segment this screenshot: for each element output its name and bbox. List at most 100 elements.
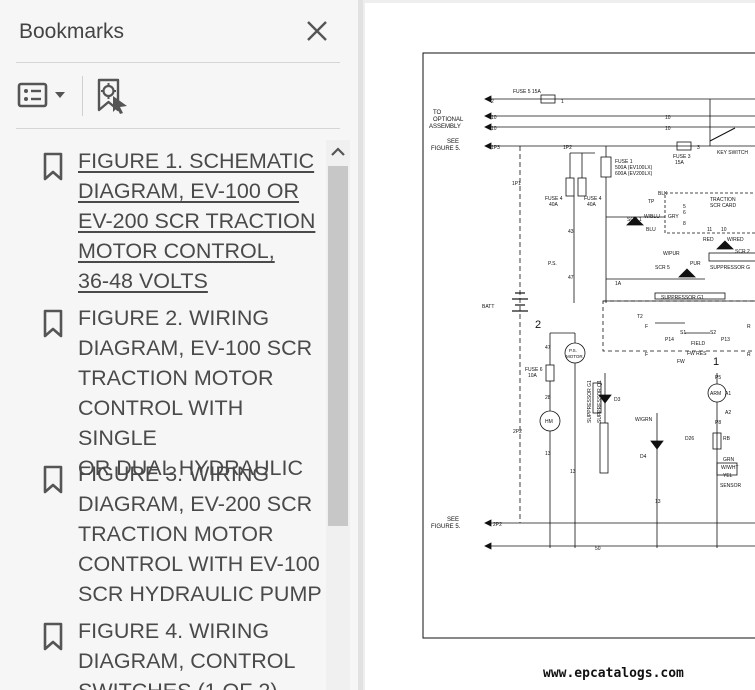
wire-label: 10 — [491, 115, 497, 121]
wire-label: 2P2 — [513, 429, 522, 435]
label-optional: OPTIONAL — [433, 117, 464, 123]
wire-label: W/GRN — [635, 417, 653, 423]
label-ps: P.S. — [548, 261, 557, 267]
schematic-diagram: TO OPTIONAL ASSEMBLY SEE FIGURE 5. SEE F… — [422, 52, 755, 639]
bookmark-ribbon-icon — [43, 622, 63, 651]
toolbar-separator — [82, 76, 83, 116]
bookmarks-panel: Bookmarks — [0, 0, 358, 690]
find-current-bookmark-button[interactable] — [93, 76, 133, 116]
label-fuse6-rating: 10A — [528, 373, 538, 379]
wire-label: 10 — [665, 115, 671, 121]
wire-label: R — [747, 352, 751, 358]
label-field: FIELD — [691, 341, 706, 347]
wire-label: W/RED — [727, 237, 744, 243]
wire-label: TP — [648, 199, 655, 205]
wire-label: S1 — [680, 330, 686, 336]
label-sensor: SENSOR — [720, 483, 742, 489]
panel-divider — [16, 62, 340, 63]
label-fuse1-rating: 600A (EV200LX) — [615, 171, 653, 177]
wire-label: 10 — [491, 126, 497, 132]
wire-label: 11 — [707, 227, 712, 233]
label-scr5: SCR 5 — [655, 265, 670, 271]
document-viewport[interactable]: TO OPTIONAL ASSEMBLY SEE FIGURE 5. SEE F… — [363, 0, 755, 690]
label-fuse3-rating: 15A — [675, 160, 685, 166]
bookmark-label[interactable]: FIGURE 1. SCHEMATIC DIAGRAM, EV-100 OR E… — [78, 149, 316, 293]
bookmark-label[interactable]: FIGURE 3. WIRING DIAGRAM, EV-200 SCR TRA… — [78, 462, 322, 606]
wire-label: T2 — [637, 314, 643, 320]
bookmark-ribbon-icon — [43, 465, 63, 494]
label-see: SEE — [447, 139, 459, 145]
label-rb: RB — [723, 436, 731, 442]
scrollbar-thumb[interactable] — [328, 166, 348, 526]
label-fuse4-rating: 40A — [549, 202, 559, 208]
label-fuse4-rating: 40A — [587, 202, 597, 208]
wire-label: 47 — [545, 345, 551, 351]
wire-label: 2P2 — [493, 522, 502, 528]
wire-label: 43 — [568, 229, 574, 235]
label-fuse4: FUSE 4 — [545, 196, 563, 202]
label-d26: D26 — [685, 436, 694, 442]
bookmark-scrollbar[interactable] — [326, 140, 350, 690]
chevron-up-icon — [331, 147, 345, 156]
bookmark-label[interactable]: FIGURE 4. WIRING DIAGRAM, CONTROL SWITCH… — [78, 619, 296, 690]
callout-1: 1 — [713, 356, 719, 368]
label-key-switch: KEY SWITCH — [717, 150, 748, 156]
wire-label: F — [645, 324, 648, 330]
wire-label: S2 — [710, 330, 716, 336]
wire-label: R — [747, 324, 751, 330]
label-fuse1: FUSE 1 — [615, 159, 633, 165]
wire-label: GRN — [723, 457, 735, 463]
label-see: SEE — [447, 517, 459, 523]
bookmark-ribbon-icon — [43, 152, 63, 181]
scroll-up-button[interactable] — [326, 140, 350, 164]
wire-label: BLK — [658, 191, 668, 197]
bookmark-options-button[interactable] — [16, 78, 70, 114]
label-d3: D3 — [614, 397, 621, 403]
wire-label: 1 — [561, 99, 564, 105]
wire-label: 13 — [655, 499, 661, 505]
label-suppressor: SUPPRESSOR G1 — [661, 295, 704, 301]
panel-title: Bookmarks — [19, 20, 125, 43]
wire-label: W/BLU — [644, 214, 660, 220]
wire-label: P8 — [715, 420, 721, 426]
bookmark-label[interactable]: FIGURE 2. WIRING DIAGRAM, EV-100 SCR TRA… — [78, 306, 313, 480]
label-fuse5: FUSE 5 15A — [513, 89, 541, 95]
wire-label: W/PUR — [663, 251, 680, 257]
bookmark-list: FIGURE 1. SCHEMATIC DIAGRAM, EV-100 OR E… — [0, 140, 326, 690]
find-bookmark-icon — [97, 78, 127, 114]
wire-label: P14 — [665, 337, 674, 343]
label-scr-card: SCR CARD — [710, 203, 737, 209]
wire-label: 10 — [665, 126, 671, 132]
label-d4: D4 — [640, 454, 647, 460]
label-hm: HM — [545, 419, 553, 425]
wire-label: 5 — [683, 204, 686, 210]
label-fw-res: FW RES — [687, 351, 707, 357]
label-figure: FIGURE 5. — [431, 146, 461, 152]
wire-label: YEL — [723, 473, 733, 479]
label-fuse3: FUSE 3 — [673, 154, 691, 160]
label-suppressor: SUPPRESSOR G — [710, 265, 750, 271]
wire-label: 50 — [595, 546, 601, 552]
label-figure: FIGURE 5. — [431, 524, 461, 530]
label-assembly: ASSEMBLY — [429, 124, 461, 130]
label-suppressor-g1: SUPPRESSOR G1 — [587, 380, 593, 423]
wire-label: 6 — [683, 210, 686, 216]
label-ps-motor: P.S. — [569, 348, 577, 353]
document-page: TO OPTIONAL ASSEMBLY SEE FIGURE 5. SEE F… — [365, 3, 755, 690]
label-arm: ARM — [710, 391, 721, 397]
panel-divider — [16, 128, 340, 129]
wire-label: W/WHT — [721, 465, 739, 471]
label-fuse4: FUSE 4 — [584, 196, 602, 202]
wire-label: P13 — [721, 337, 730, 343]
wire-label: 1P2 — [563, 145, 572, 151]
wire-label: 47 — [568, 275, 574, 281]
wire-label: 1A — [615, 281, 622, 287]
wire-label: BLU — [646, 227, 656, 233]
panel-splitter[interactable] — [358, 0, 363, 690]
wire-label: P5 — [715, 375, 721, 381]
label-fuse6: FUSE 6 — [525, 367, 543, 373]
label-scr1: SCR 1 — [627, 217, 642, 223]
callout-2: 2 — [535, 319, 541, 331]
close-button[interactable] — [302, 16, 332, 46]
wire-label: 3 — [697, 145, 700, 151]
